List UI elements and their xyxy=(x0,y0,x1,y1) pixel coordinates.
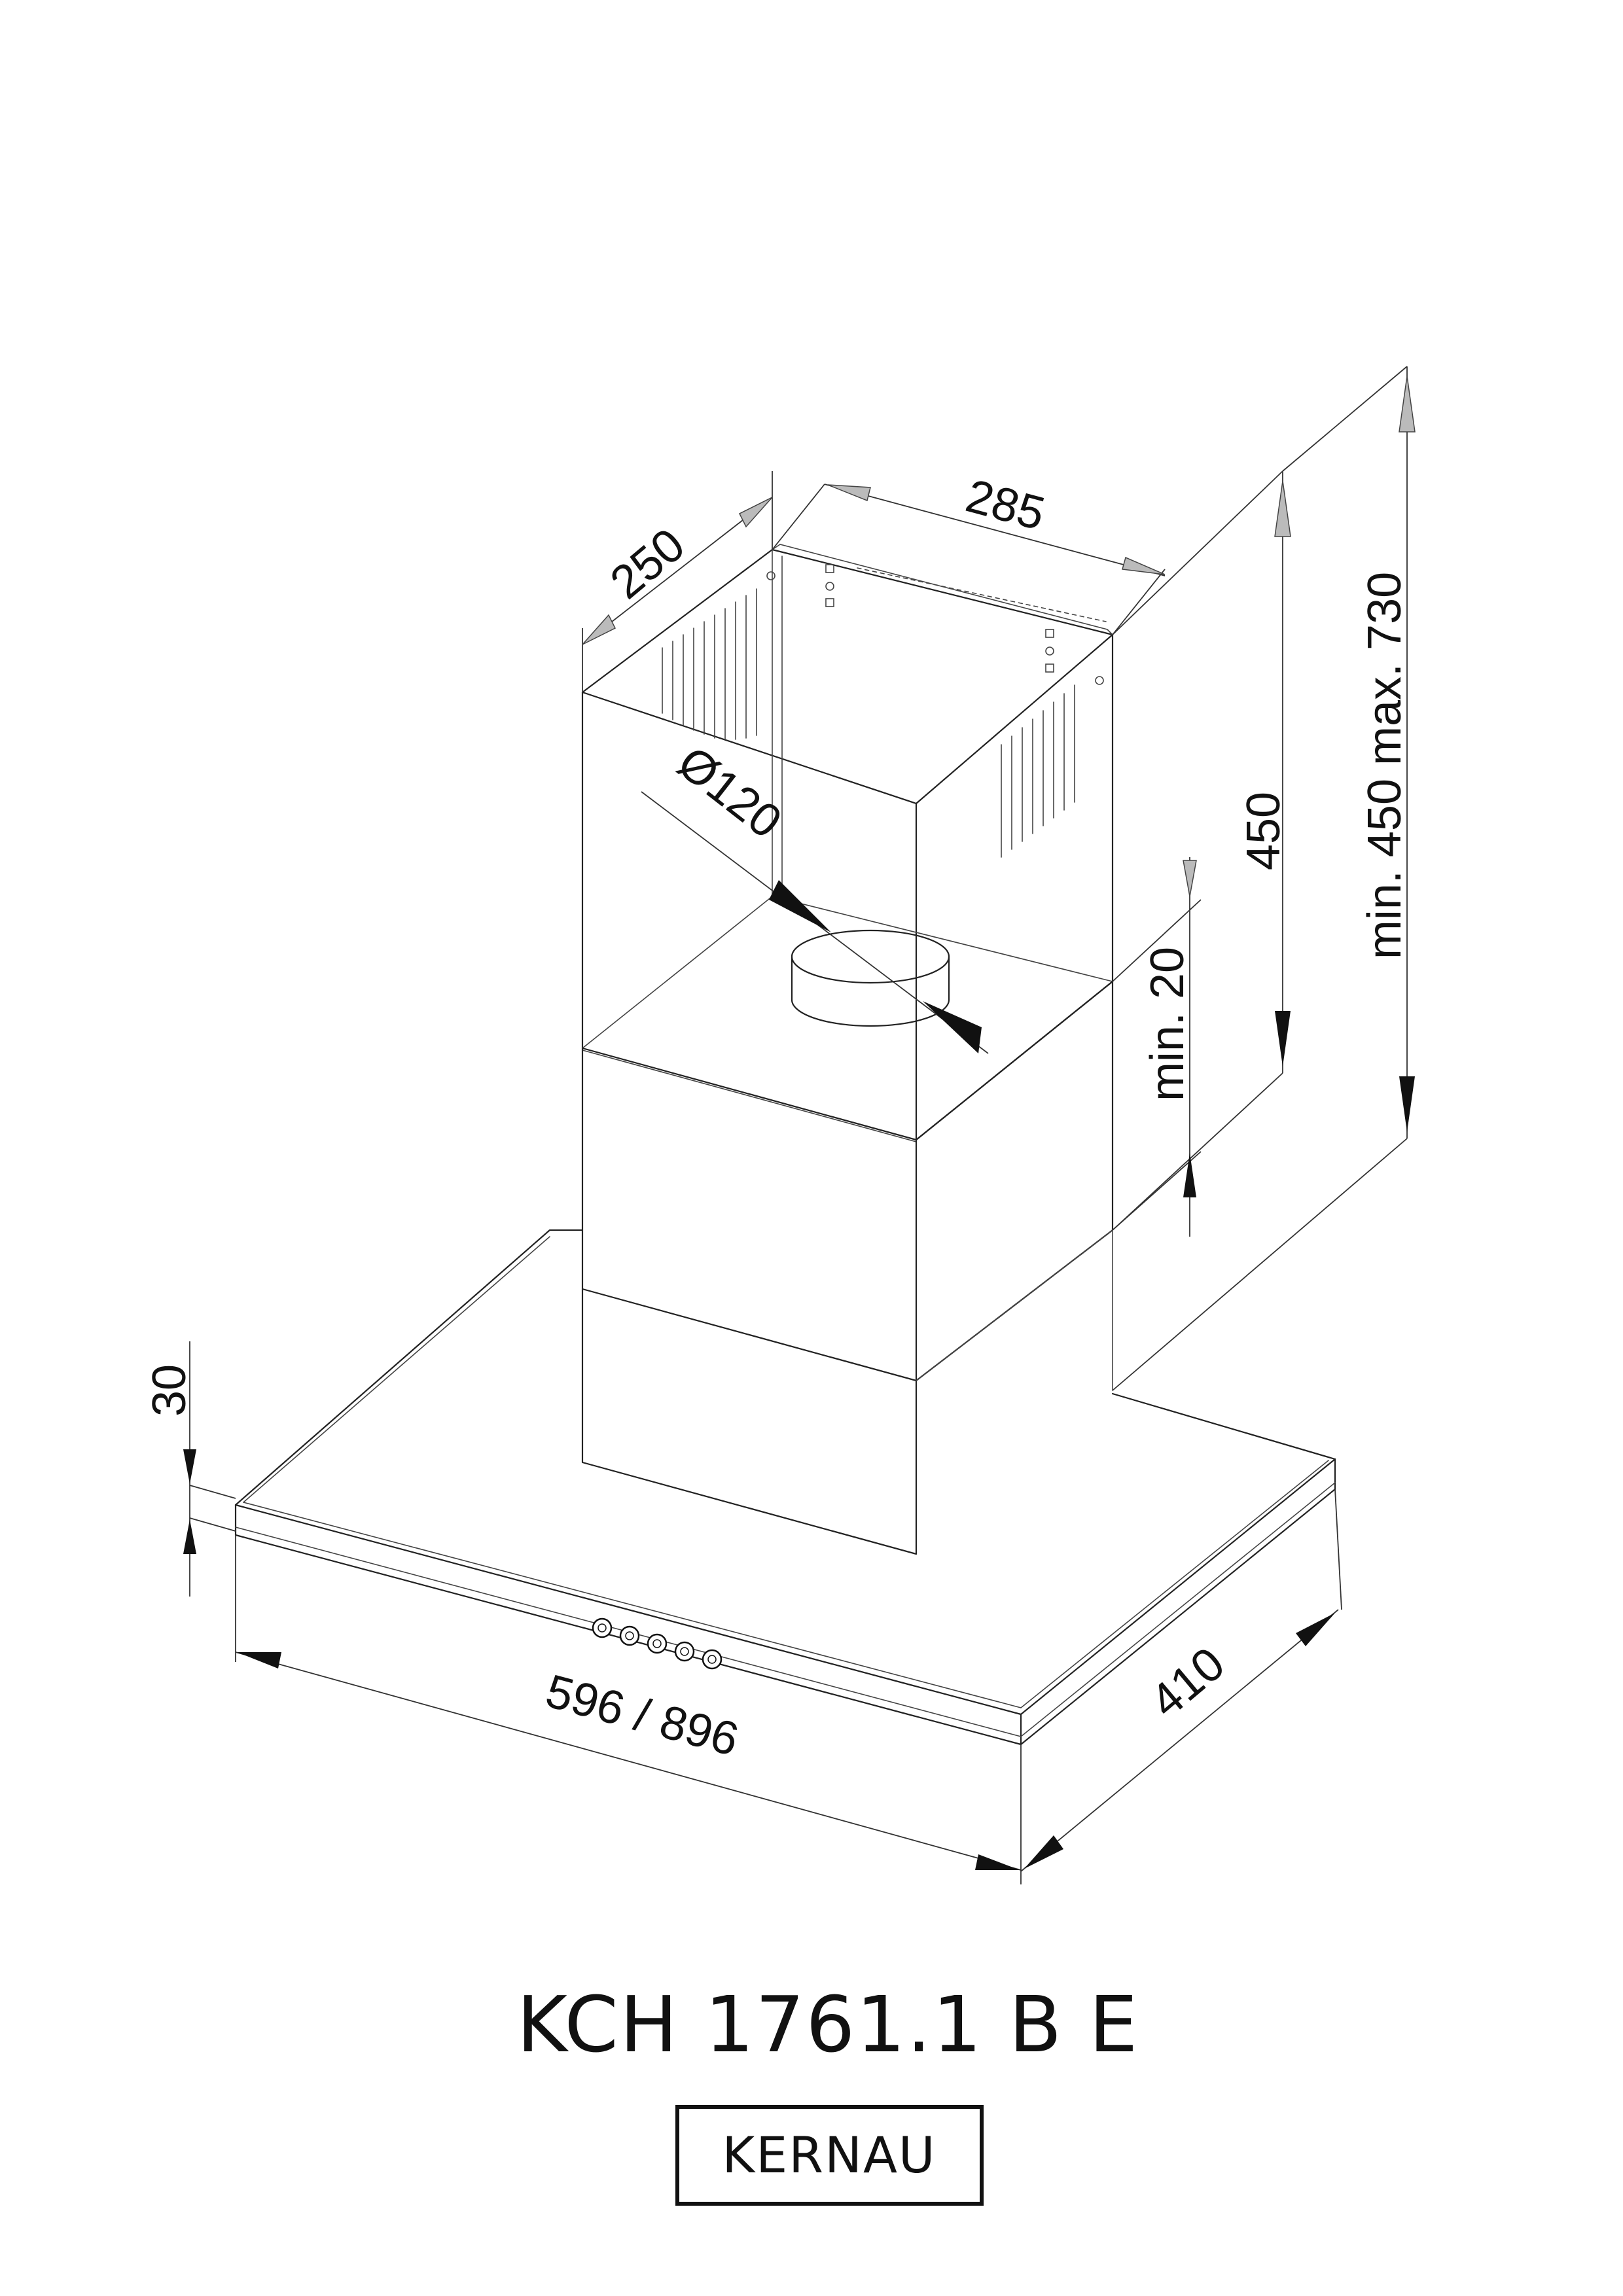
dim-chimney-height xyxy=(1112,470,1291,1231)
dim-text-chimney-range: min. 450 max. 730 xyxy=(1359,572,1411,959)
control-knobs xyxy=(592,1617,722,1670)
duct-collar xyxy=(791,929,950,1027)
brand-logo: KERNAU xyxy=(675,2105,984,2206)
chimney-vents-right xyxy=(1001,684,1075,858)
model-name: KCH 1761.1 B E xyxy=(517,1979,1139,2070)
dim-text-min-gap: min. 20 xyxy=(1141,947,1194,1101)
chimney-vents-left xyxy=(662,588,757,740)
dim-text-canopy-depth: 410 xyxy=(1141,1637,1234,1728)
canopy xyxy=(234,1229,1336,1746)
dim-text-chimney-height: 450 xyxy=(1238,792,1290,870)
dim-text-canopy-width: 596 / 896 xyxy=(541,1665,744,1766)
chimney-upper xyxy=(581,544,1114,1141)
dim-canopy-thickness xyxy=(183,1341,236,1597)
dim-canopy-width xyxy=(235,1535,1022,1884)
dim-text-chimney-width: 285 xyxy=(961,470,1050,540)
dim-min-gap xyxy=(1112,857,1202,1237)
dim-chimney-depth xyxy=(582,471,773,692)
dim-duct-diameter xyxy=(641,791,989,1054)
dim-text-chimney-depth: 250 xyxy=(601,518,694,609)
chimney-lower xyxy=(581,896,1114,1555)
dim-text-canopy-thickness: 30 xyxy=(143,1364,196,1417)
dim-canopy-depth xyxy=(1020,1489,1342,1872)
brand-name: KERNAU xyxy=(722,2126,936,2184)
dim-chimney-width xyxy=(772,484,1166,635)
dim-chimney-range xyxy=(1112,366,1416,1391)
